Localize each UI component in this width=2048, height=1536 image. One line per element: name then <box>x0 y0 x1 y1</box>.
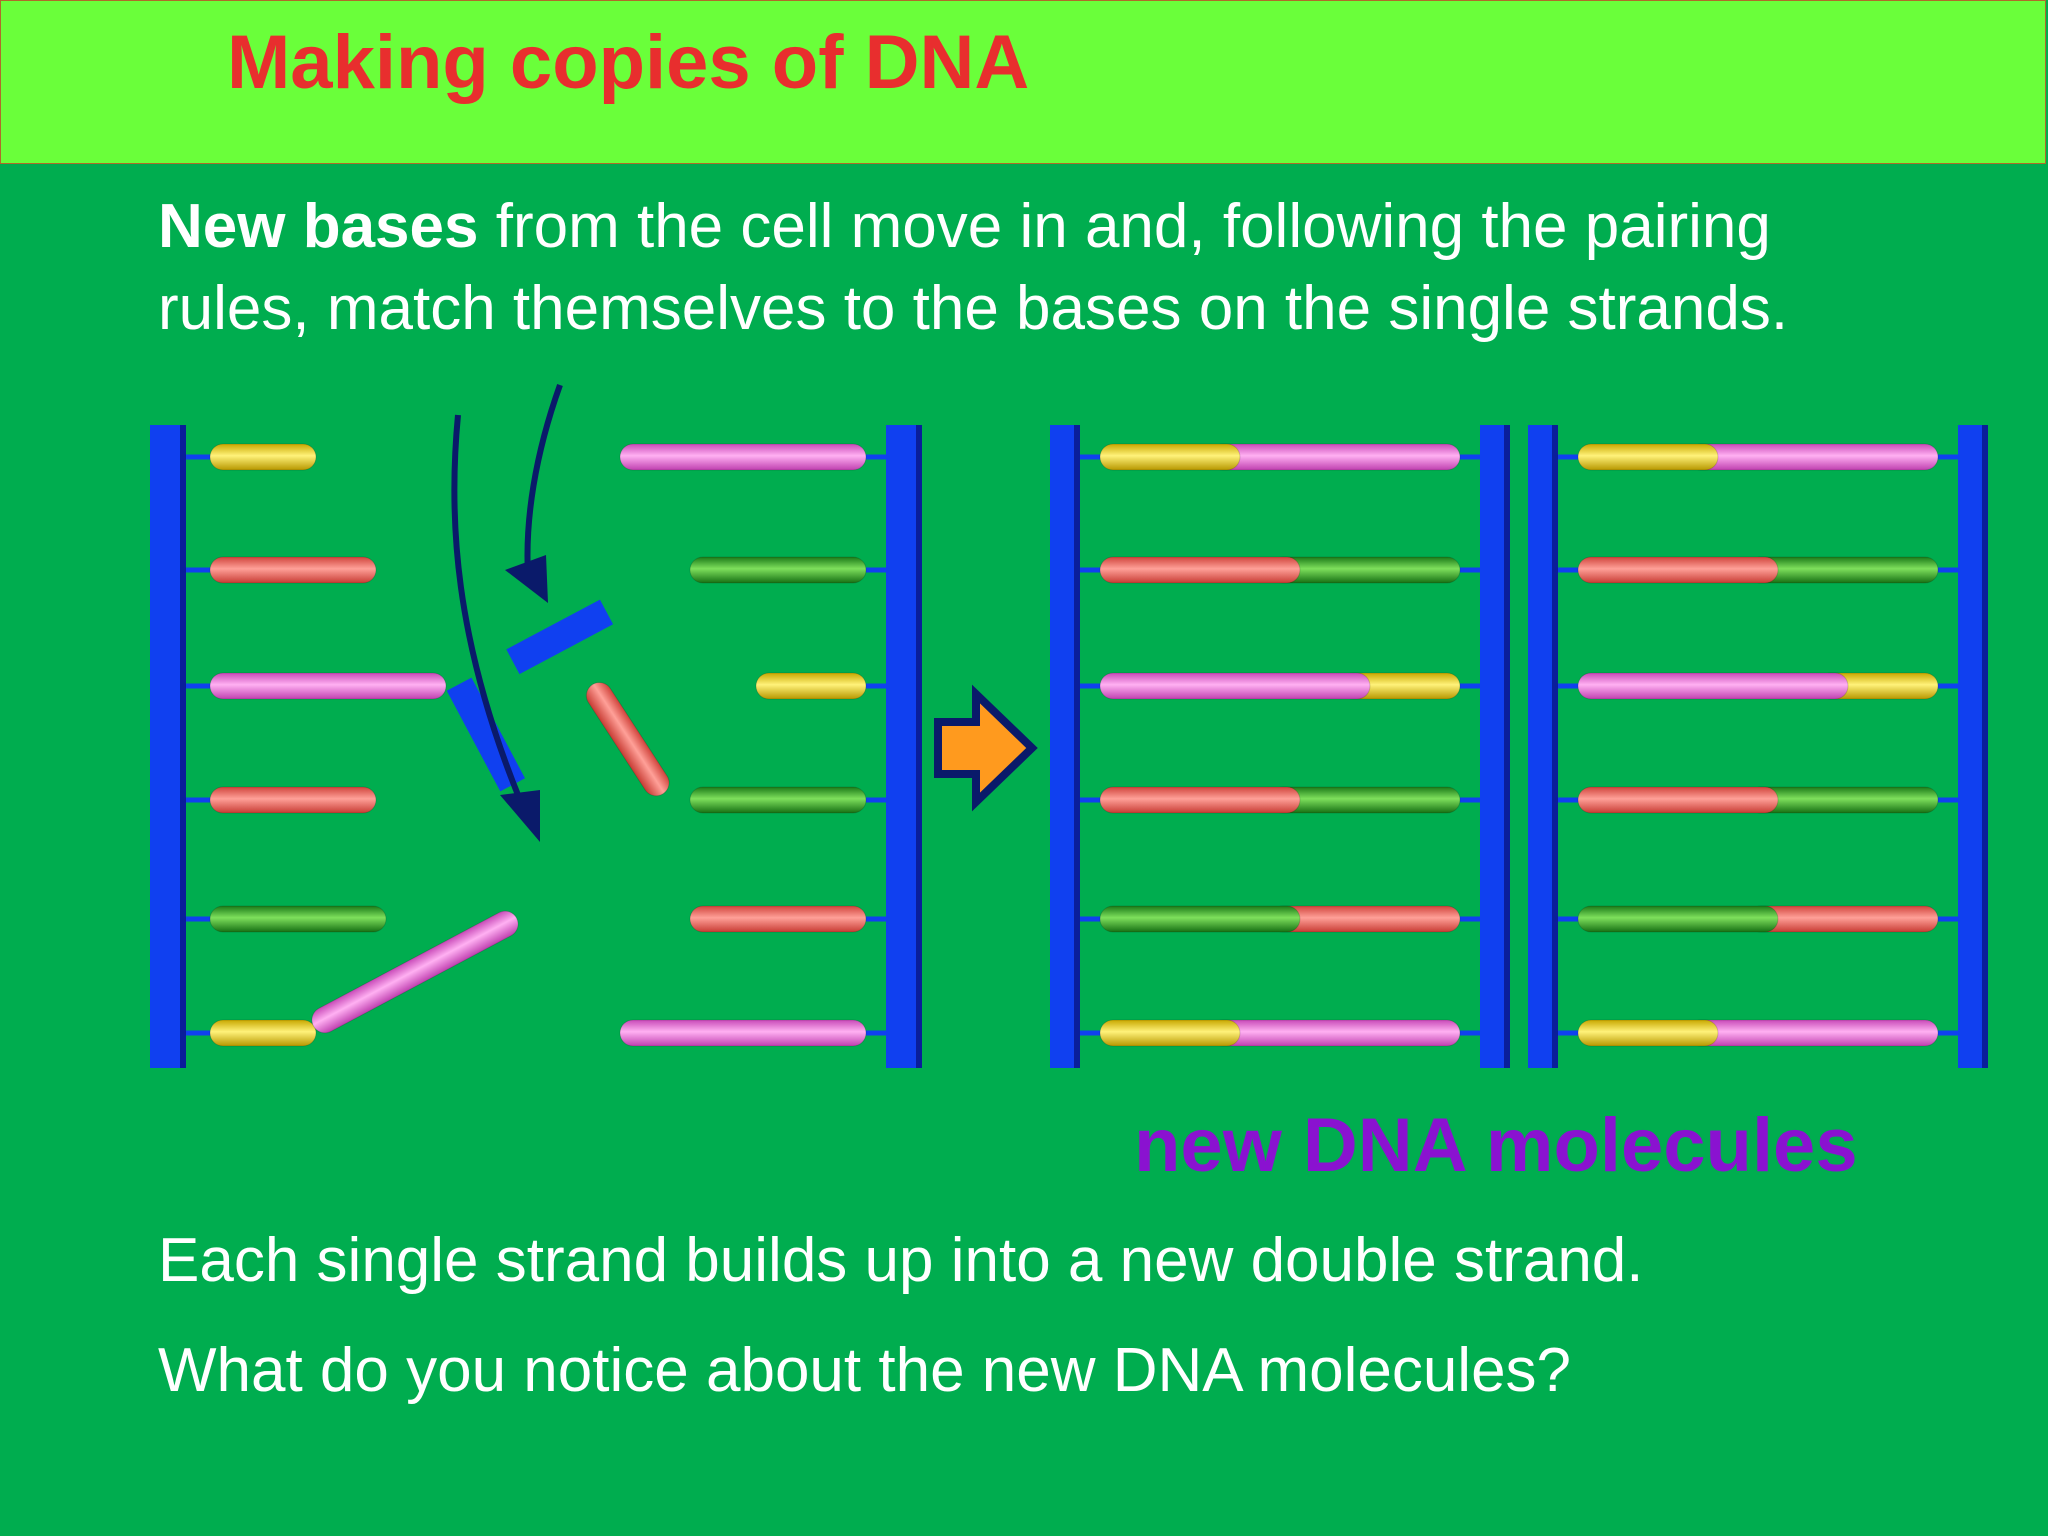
summary-text: Each single strand builds up into a new … <box>158 1226 1644 1295</box>
backbone-edge <box>1552 425 1558 1068</box>
incoming-arrow-head-icon <box>500 790 540 842</box>
free-backbone-segment <box>506 599 614 675</box>
backbone-edge <box>1504 425 1510 1068</box>
free-bases <box>311 383 670 1034</box>
backbone-edge <box>916 425 922 1068</box>
yellow-base <box>1099 1019 1241 1047</box>
title-bar: Making copies of DNA <box>0 0 2046 164</box>
red-base <box>689 905 867 933</box>
right-single-strand <box>619 425 922 1068</box>
pink-base <box>1687 1019 1939 1047</box>
red-base <box>1099 786 1301 814</box>
free-red-base <box>585 682 670 797</box>
green-base <box>689 556 867 584</box>
intro-text: New bases from the cell move in and, fol… <box>158 186 1788 350</box>
intro-bold-term: New bases <box>158 192 479 261</box>
page-title: Making copies of DNA <box>227 20 1030 105</box>
process-arrow-shape <box>934 684 1038 812</box>
backbone-edge <box>1982 425 1988 1068</box>
incoming-arrow-icon <box>451 414 523 802</box>
red-base <box>1099 556 1301 584</box>
new-dna-molecules-label: new DNA molecules <box>1134 1103 1858 1188</box>
pink-base <box>1099 672 1371 700</box>
green-base <box>209 905 387 933</box>
intro-line-1-rest: from the cell move in and, following the… <box>478 192 1771 261</box>
pink-base <box>1577 672 1849 700</box>
red-base <box>585 682 670 797</box>
backbone <box>506 599 614 675</box>
pink-base <box>619 1019 867 1047</box>
backbone-edge <box>1074 425 1080 1068</box>
backbone-edge <box>180 425 186 1068</box>
pink-base <box>1687 443 1939 471</box>
green-base <box>1099 905 1301 933</box>
left-single-strand <box>150 425 447 1068</box>
red-base <box>1577 556 1779 584</box>
free-pink-base <box>311 910 519 1034</box>
red-base <box>209 786 377 814</box>
new-dna-molecule-1 <box>1050 425 1510 1068</box>
pink-base <box>1209 443 1461 471</box>
yellow-base <box>1099 443 1241 471</box>
incoming-arrow-icon <box>524 383 563 576</box>
pink-base <box>311 910 519 1034</box>
intro-line-1: New bases from the cell move in and, fol… <box>158 186 1788 268</box>
yellow-base <box>1577 443 1719 471</box>
yellow-base <box>1577 1019 1719 1047</box>
yellow-base <box>209 1019 317 1047</box>
red-base <box>209 556 377 584</box>
pink-base <box>1209 1019 1461 1047</box>
pink-base <box>619 443 867 471</box>
yellow-base <box>209 443 317 471</box>
green-base <box>1577 905 1779 933</box>
red-base <box>1577 786 1779 814</box>
intro-line-2: rules, match themselves to the bases on … <box>158 274 1789 343</box>
new-dna-molecule-2 <box>1528 425 1988 1068</box>
green-base <box>689 786 867 814</box>
process-arrow-icon <box>934 684 1038 812</box>
question-text: What do you notice about the new DNA mol… <box>158 1336 1572 1405</box>
incoming-arrow-head-icon <box>505 555 548 603</box>
pink-base <box>209 672 447 700</box>
yellow-base <box>755 672 867 700</box>
